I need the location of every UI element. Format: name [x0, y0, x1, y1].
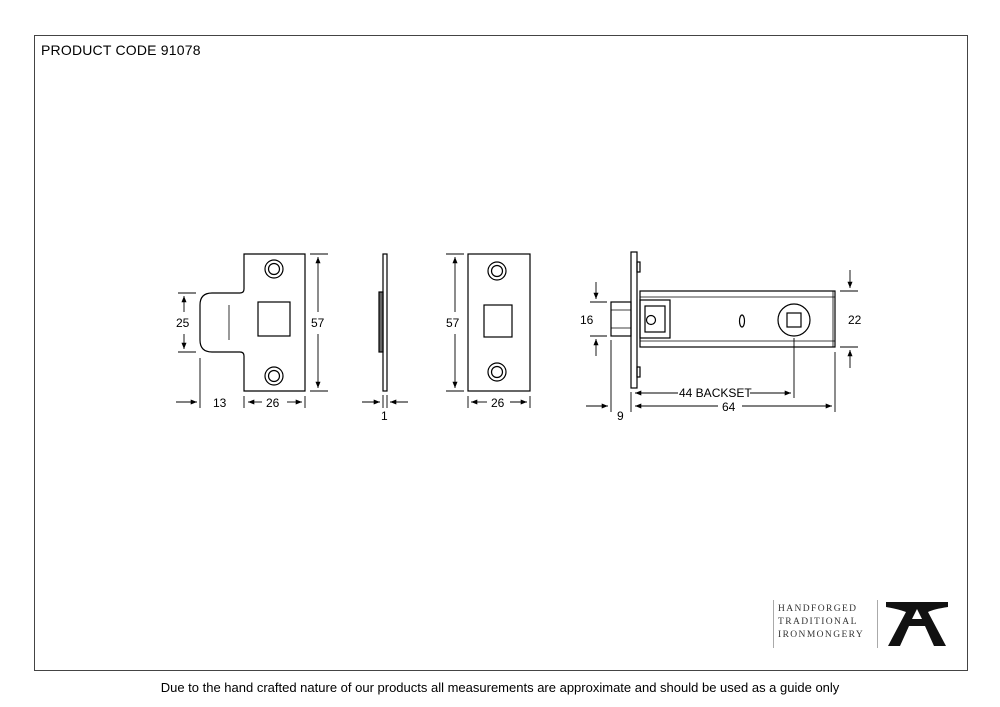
dim-strike-width: 26: [266, 396, 280, 410]
forend-screw-hole-top: [487, 261, 507, 281]
forend-plate: [467, 253, 531, 392]
latch-case: [639, 290, 836, 348]
dim-case-height: 22: [848, 313, 862, 327]
drawing-frame: [34, 35, 968, 671]
dim-strike-height: 57: [311, 316, 325, 330]
disclaimer-note: Due to the hand crafted nature of our pr…: [160, 680, 840, 695]
brand-tagline: HANDFORGED TRADITIONAL IRONMONGERY: [778, 603, 874, 642]
strike-plate: [199, 253, 306, 392]
product-code: PRODUCT CODE 91078: [41, 42, 201, 58]
brand-divider-left: [773, 600, 774, 648]
dim-bolt-height: 16: [580, 313, 594, 327]
spindle-follower: [777, 303, 811, 337]
dim-plate-thickness: 1: [381, 409, 388, 423]
forend-latch-aperture: [483, 304, 513, 338]
strike-plate-outline: [199, 253, 306, 392]
dim-backset: 44 BACKSET: [679, 386, 752, 400]
dim-forend-width: 26: [491, 396, 505, 410]
forend-screw-hole-bottom: [487, 362, 507, 382]
brand-line-ironmongery: IRONMONGERY: [778, 630, 865, 640]
dim-case-length: 64: [722, 400, 736, 414]
dim-bolt-projection: 9: [617, 409, 624, 423]
brand-line-handforged: HANDFORGED: [778, 604, 858, 614]
dim-strike-lip-height: 25: [176, 316, 190, 330]
dim-strike-lip-depth: 13: [213, 396, 227, 410]
tubular-latch: [610, 251, 836, 389]
strike-latch-aperture: [257, 301, 291, 337]
strike-screw-hole-top: [264, 259, 284, 279]
latch-slot: [738, 314, 746, 328]
anvil-icon: [886, 602, 948, 646]
latch-forend: [630, 251, 638, 389]
latch-bolt: [610, 301, 632, 337]
brand-divider-right: [877, 600, 878, 648]
strike-screw-hole-bottom: [264, 366, 284, 386]
brand-line-traditional: TRADITIONAL: [778, 617, 858, 627]
spindle-square: [786, 312, 802, 328]
dim-forend-height: 57: [446, 316, 460, 330]
plate-side-view: [378, 253, 388, 392]
